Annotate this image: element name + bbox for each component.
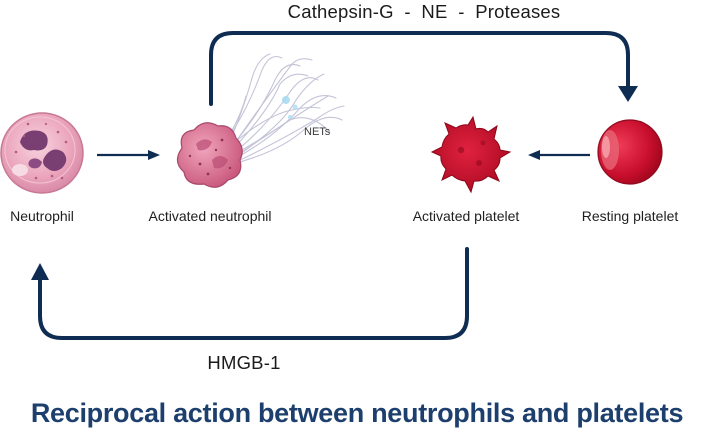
bottom-pathway-label: HMGB-1 [207, 352, 281, 373]
activated-neutrophil-cell-icon [176, 122, 243, 188]
nets-label: NETs [304, 126, 331, 138]
top-pathway-label: Cathepsin-G - NE - Proteases [287, 1, 561, 22]
activated-platelet-icon [430, 115, 512, 194]
top-pathway-arrow [209, 31, 638, 106]
platelet-activation-arrow [528, 150, 590, 160]
neutrophil-cell-icon [0, 112, 84, 194]
activated-platelet-label: Activated platelet [412, 208, 520, 224]
neutrophil-activation-arrow [97, 150, 160, 160]
nets-fibers-icon [219, 53, 345, 165]
nets-spots-icon [282, 96, 298, 120]
neutrophil-label: Neutrophil [10, 208, 74, 224]
resting-platelet-icon [597, 119, 663, 185]
resting-platelet-label: Resting platelet [581, 208, 679, 224]
activated-neutrophil-label: Activated neutrophil [148, 208, 272, 224]
diagram-title: Reciprocal action between neutrophils an… [30, 398, 684, 428]
bottom-pathway-arrow [31, 247, 469, 340]
